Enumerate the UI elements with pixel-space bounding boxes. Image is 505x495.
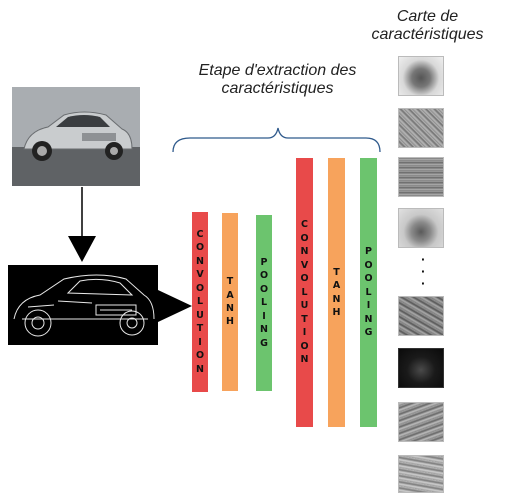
ellipsis-dots: ··· [420, 253, 426, 290]
feature-map-8 [398, 455, 444, 493]
feature-map-1 [398, 56, 444, 96]
feature-map-6 [398, 348, 444, 388]
extraction-stage-title: Etape d'extraction des caractéristiques [198, 62, 357, 98]
feature-map-5 [398, 296, 444, 336]
feature-map-2 [398, 108, 444, 148]
down-arrow-head [68, 236, 96, 262]
feature-map-4 [398, 208, 444, 248]
brace [172, 127, 381, 153]
input-car-photo [12, 87, 140, 186]
feature-map-title: Carte de caractéristiques [371, 8, 484, 44]
edge-detected-image [8, 265, 158, 345]
right-arrow-head [158, 290, 192, 322]
feature-map-7 [398, 402, 444, 442]
feature-map-3 [398, 157, 444, 197]
